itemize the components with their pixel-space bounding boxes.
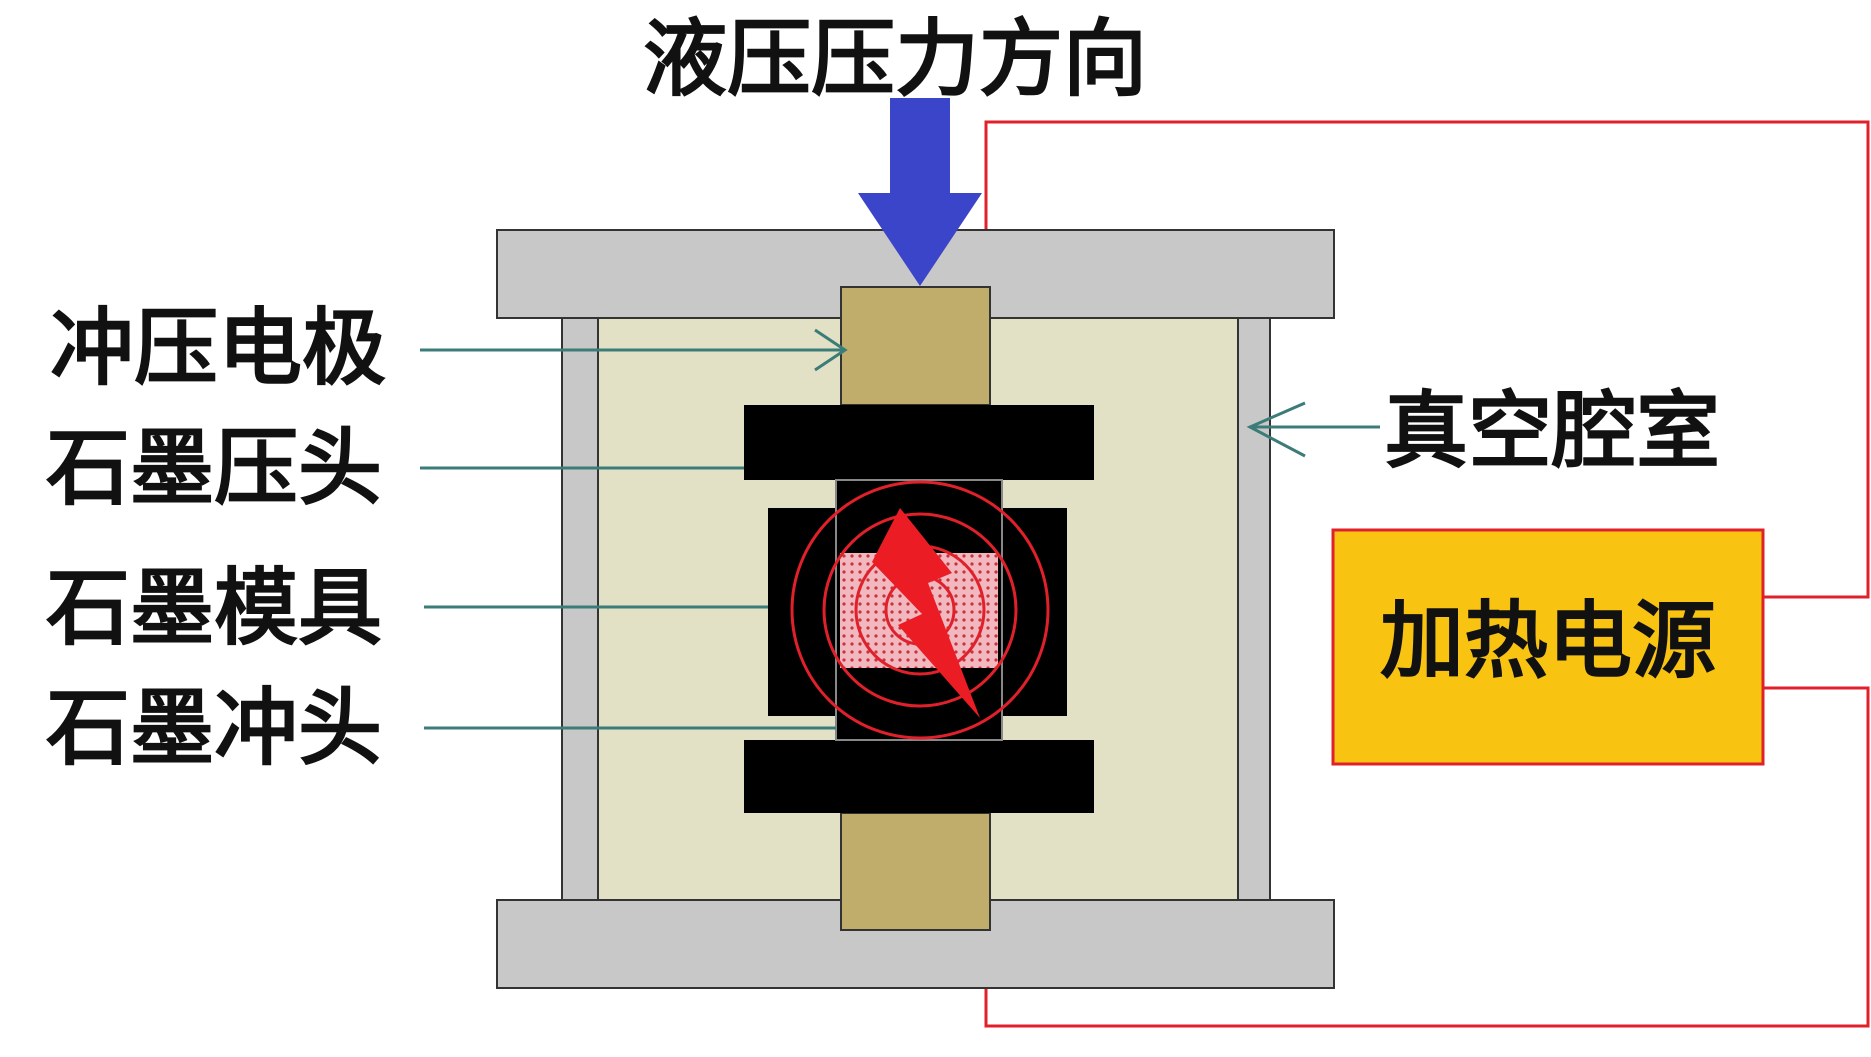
punch-electrode-pointer: [420, 328, 848, 372]
graphite-press-head-top: [744, 405, 1094, 480]
graphite-press-head-bottom: [744, 740, 1094, 813]
vacuum-chamber-pointer: [1246, 401, 1380, 458]
graphite-punch-label: 石墨冲头: [46, 678, 382, 777]
heating-circuit: [984, 120, 1870, 1028]
vacuum-chamber-label: 真空腔室: [1384, 381, 1720, 480]
circuit-wire-top: [984, 120, 1870, 599]
heating-power-label: 加热电源: [1380, 591, 1716, 690]
punch-electrode-top: [840, 286, 991, 406]
lightning-icon: [872, 508, 980, 718]
pressure-direction-label: 液压压力方向: [643, 9, 1147, 108]
chamber-wall-left: [561, 317, 603, 901]
heating-power-box: [1331, 528, 1765, 766]
chamber-wall-right: [1235, 317, 1271, 901]
graphite-press-head-label: 石墨压头: [46, 418, 382, 517]
punch-electrode-bottom: [840, 812, 991, 931]
graphite-mold-label: 石墨模具: [46, 558, 382, 657]
punch-electrode-label: 冲压电极: [50, 298, 386, 397]
circuit-wire-bottom: [984, 686, 1870, 1028]
down-arrow-icon: [858, 98, 982, 286]
